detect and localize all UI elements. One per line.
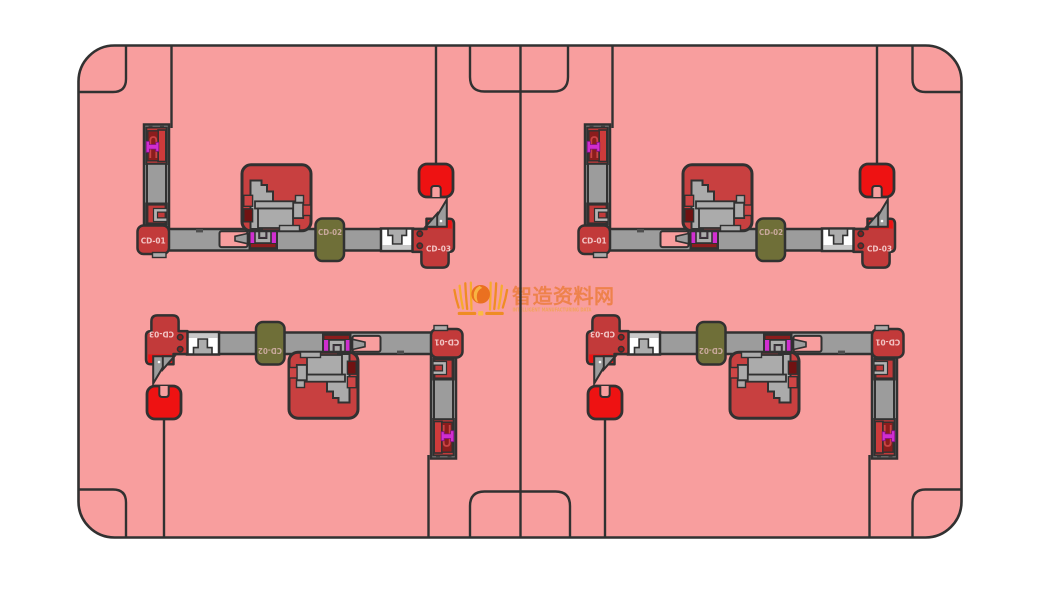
watermark-title: 智造资料网 bbox=[512, 284, 615, 308]
corner-relief-top-left bbox=[78, 45, 128, 94]
logo-base-center bbox=[478, 311, 484, 316]
watermark-logo-icon bbox=[453, 281, 509, 316]
corner-relief-bottom-left bbox=[78, 488, 128, 538]
notch-top-center bbox=[468, 45, 570, 93]
logo-base-right bbox=[485, 311, 504, 316]
watermark: 智造资料网 INTELLIGENT MANUFACTURING DATA bbox=[453, 281, 615, 316]
corner-relief-top-right bbox=[911, 45, 962, 94]
watermark-subtitle: INTELLIGENT MANUFACTURING DATA bbox=[513, 308, 592, 314]
logo-base-left bbox=[457, 311, 477, 316]
corner-relief-bottom-right bbox=[911, 488, 962, 538]
